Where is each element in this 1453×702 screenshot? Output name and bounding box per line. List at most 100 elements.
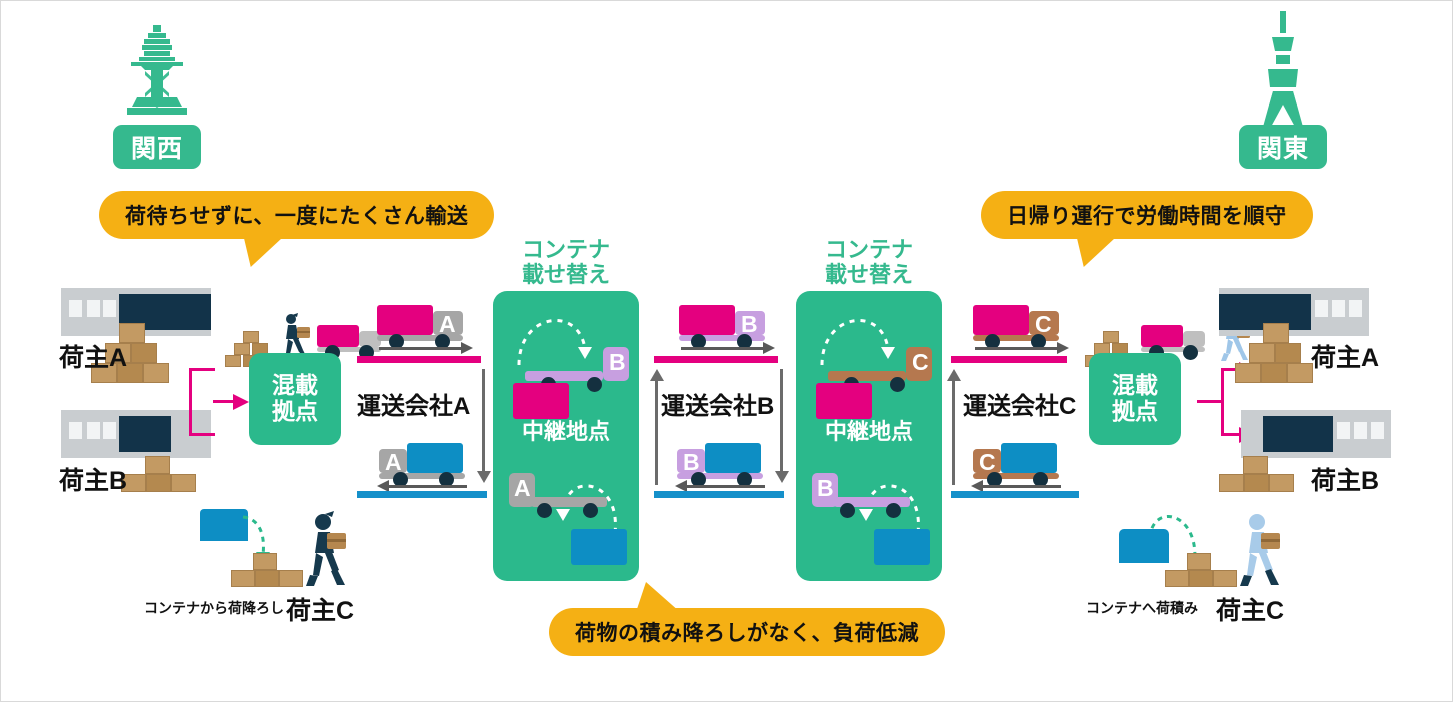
callout-top-right: 日帰り運行で労働時間を順守 [981, 191, 1313, 267]
direction-arrow-icon [971, 480, 983, 492]
label-carrier-b: 運送会社B [661, 393, 775, 420]
box [1249, 343, 1275, 363]
box [225, 355, 241, 367]
truck-outbound-c: C [973, 305, 1069, 354]
box [1287, 363, 1313, 383]
box [1269, 474, 1294, 492]
warehouse-dark-section [119, 416, 171, 452]
wheel [737, 472, 752, 487]
consolidation-hub-left: 混載 拠点 [249, 353, 341, 445]
arrow-head-icon [477, 471, 491, 483]
box [1213, 570, 1237, 587]
warehouse-window-icon [87, 422, 100, 439]
wheel [985, 334, 1000, 349]
shipper-c-worker-icon [1240, 514, 1280, 586]
swap-curve-bottom-icon [859, 484, 920, 534]
container [973, 305, 1029, 335]
chassis [834, 497, 910, 507]
cab [677, 449, 705, 473]
truck-return-b: B [675, 443, 773, 492]
warehouse-body [61, 288, 211, 336]
wheel [1031, 334, 1046, 349]
outbound-arrow-a [357, 356, 481, 363]
warehouse-window-icon [87, 300, 100, 317]
ground-line [379, 347, 465, 350]
note-shipper-c-left: コンテナから荷降ろし [144, 600, 284, 616]
wheel [890, 377, 905, 392]
arrow-head-icon [233, 394, 249, 410]
chassis [973, 335, 1059, 341]
return-arrow-a [357, 491, 487, 498]
warehouse-shipper-a-right [1219, 288, 1369, 336]
container [679, 305, 735, 335]
label-shipper-b-right: 荷主B [1311, 467, 1380, 495]
wheel [1183, 345, 1198, 360]
cab [433, 311, 463, 335]
chassis [1141, 347, 1205, 352]
callout-top-left-text: 荷待ちせずに、一度にたくさん輸送 [125, 205, 469, 228]
chassis [377, 335, 463, 341]
container [1001, 443, 1057, 473]
box [143, 363, 169, 383]
truck-letter: B [741, 311, 758, 337]
box [1189, 570, 1213, 587]
wheel [583, 503, 598, 518]
warehouse-window-icon [69, 422, 82, 439]
warehouse-window-icon [1337, 422, 1350, 439]
warehouse-window-icon [103, 300, 116, 317]
outbound-arrow-c [951, 356, 1067, 363]
cab [1183, 331, 1205, 347]
truck-outbound-a: A [377, 305, 473, 354]
chassis [379, 473, 465, 479]
box [1187, 553, 1211, 570]
wheel [691, 472, 706, 487]
label-shipper-c-right: 荷主C [1216, 597, 1285, 625]
warehouse-body [1241, 410, 1391, 458]
tsutenkaku-tower-icon [127, 25, 187, 115]
ground-line [381, 485, 467, 488]
container [407, 443, 463, 473]
label-shipper-b-left: 荷主B [59, 467, 128, 495]
container [705, 443, 761, 473]
box [253, 553, 277, 570]
warehouse-window-icon [1349, 300, 1362, 317]
hub-label-line1: 混載 [272, 372, 318, 399]
relay-caption-line2: 載せ替え [824, 262, 913, 288]
relay-caption-line1: コンテナ [521, 237, 610, 262]
warehouse-body [61, 410, 211, 458]
wheel [389, 334, 404, 349]
relay-2-title: 中継地点 [824, 419, 913, 444]
ground-line [975, 485, 1061, 488]
return-arrow-b [654, 491, 784, 498]
chassis [973, 473, 1059, 479]
wheel [537, 503, 552, 518]
box [243, 331, 259, 343]
connector-up-b [655, 381, 658, 485]
callout-top-left: 荷待ちせずに、一度にたくさん輸送 [99, 191, 495, 267]
container [317, 325, 359, 347]
box [146, 474, 171, 492]
direction-arrow-icon [675, 480, 687, 492]
truck-letter: C [1035, 311, 1052, 337]
consolidation-hub-right: 混載 拠点 [1089, 353, 1181, 445]
box [1103, 331, 1119, 343]
box [119, 323, 145, 343]
box [1219, 474, 1244, 492]
outbound-arrow-b [654, 356, 778, 363]
warehouse-window-icon [103, 422, 116, 439]
trailer-letter: B [609, 349, 626, 375]
relay-caption-line2: 載せ替え [521, 262, 610, 288]
warehouse-window-icon [1354, 422, 1367, 439]
cab [812, 473, 838, 507]
cab [509, 473, 535, 507]
truck-outbound-b: B [679, 305, 775, 354]
callout-bottom-text: 荷物の積み降ろしがなく、負荷低減 [575, 622, 919, 645]
trailer-return-1: A [509, 473, 609, 519]
trailer-letter: A [514, 475, 531, 501]
container-right-c [1119, 529, 1169, 563]
note-shipper-c-right: コンテナへ荷積み [1086, 600, 1198, 616]
worker-icon [281, 313, 310, 361]
warehouse-shipper-b-left [61, 410, 211, 458]
box [131, 343, 157, 363]
